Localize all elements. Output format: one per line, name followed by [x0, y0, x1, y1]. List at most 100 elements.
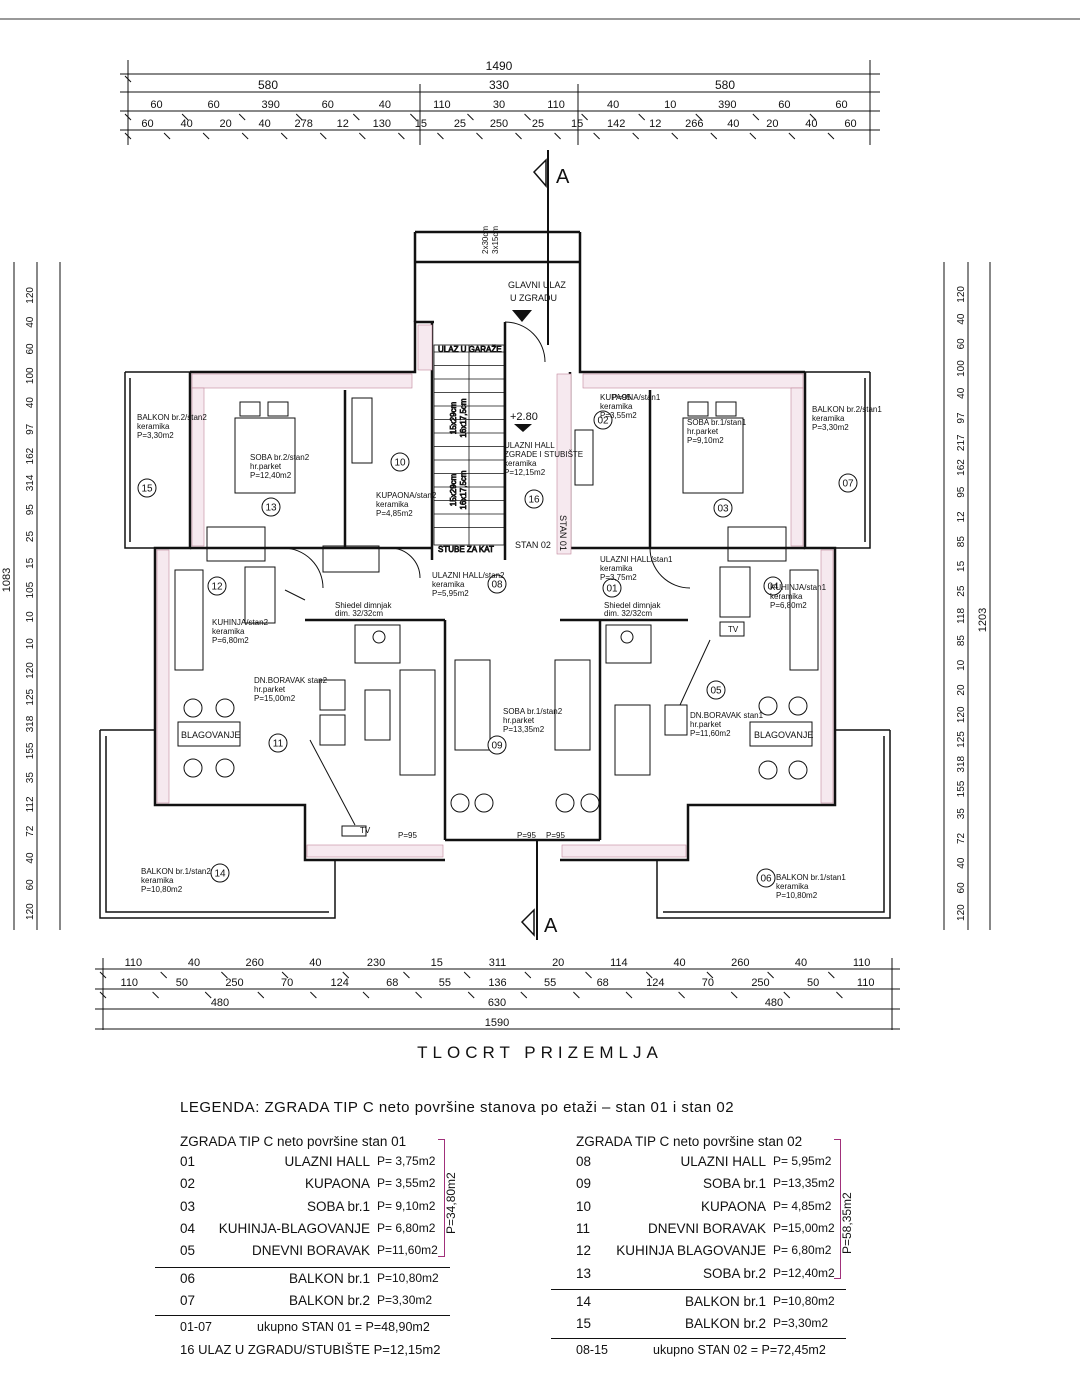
room-marker-10 [390, 452, 410, 472]
bot-dim-r2-tick-2 [204, 991, 212, 999]
room-08-line-1: keramika [432, 580, 465, 589]
right-dim-18: 125 [956, 731, 967, 748]
stan01-row-no: 04 [180, 1220, 196, 1236]
top-dim-r3-9: 10 [664, 99, 676, 111]
bot-dim-r2-tick-8 [520, 991, 528, 999]
bot-dim-r1-0: 110 [125, 957, 143, 969]
stan01-balcony-row-no: 06 [180, 1271, 196, 1286]
bot-dim-r1-tick-7 [524, 971, 532, 979]
room-10-line-1: keramika [376, 500, 409, 509]
stan02-row-no: 11 [576, 1220, 591, 1236]
bot-dim-r1-tick-3 [281, 971, 289, 979]
bot-dim-r1-tick-2 [221, 971, 228, 979]
bot-dim-r1-3: 40 [309, 957, 321, 969]
bot-dim-r2-10: 124 [646, 977, 664, 989]
room-16-line-0: ULAZNI HALL [504, 441, 555, 450]
bot-dim-r1-tick-0 [99, 971, 107, 979]
left-dim-20: 72 [25, 825, 36, 837]
bot-dim-r3-0: 480 [211, 997, 229, 1009]
stan01-row-area: P= 3,55m2 [377, 1176, 436, 1191]
bot-dim-r1-tick-4 [342, 971, 350, 979]
room-11-line-2: P=15,00m2 [254, 694, 296, 703]
stan02-divider [551, 1289, 846, 1290]
bot-dim-r1-7: 20 [552, 957, 564, 969]
p95-labels: P=95 P=95 P=95 P=95 [398, 393, 631, 840]
room-06-line-1: keramika [776, 882, 809, 891]
chimney-right-2: dim. 32/32cm [604, 609, 652, 618]
room-14-line-1: keramika [141, 876, 174, 885]
room-marker-02 [593, 410, 613, 430]
bot-dim-r1-tick-9 [645, 971, 653, 979]
section-cut-bottom: A [520, 840, 558, 940]
top-dim-r4-9: 250 [490, 118, 508, 130]
bot-dim-r2-tick-9 [573, 991, 580, 999]
room-marker-13 [261, 497, 281, 517]
room-02-line-0: KUPAONA/stan1 [600, 393, 661, 402]
top-dim-r4-tick-7 [398, 132, 405, 140]
room-marker-09 [487, 735, 507, 755]
room-14-line-2: P=10,80m2 [141, 885, 183, 894]
p95-d: P=95 [612, 393, 631, 402]
stan-01-label: STAN 01 [558, 515, 568, 551]
top-dim-r4-2: 20 [220, 118, 232, 130]
left-dim-10: 15 [25, 557, 36, 569]
bot-dim-r2-13: 50 [807, 977, 819, 989]
bot-dim-r3-1: 630 [488, 997, 506, 1009]
bot-dim-r1-12: 110 [853, 957, 871, 969]
bot-dim-r1-10: 260 [731, 957, 749, 969]
top-dim-r4-tick-6 [358, 132, 366, 140]
bot-dim-r2-2: 250 [225, 977, 243, 989]
right-dim-24: 60 [956, 882, 967, 894]
left-dim-11: 105 [25, 581, 36, 598]
stan01-row-area: P= 3,75m2 [377, 1154, 436, 1168]
top-dim-r4-tick-5 [319, 132, 327, 140]
bot-dim-r2-tick-10 [625, 991, 633, 999]
bot-dim-r1-6: 311 [489, 957, 507, 969]
stair-top-dim-1: 2x30cm [481, 226, 490, 254]
room-number-11: 11 [273, 739, 284, 750]
top-dim-r3-1: 60 [207, 99, 219, 111]
room-number-04: 04 [767, 582, 779, 593]
right-dim-7: 162 [956, 459, 967, 476]
stair-dim-3: 16x17,5cm [459, 470, 468, 509]
left-dim-7: 314 [25, 474, 36, 491]
room-10-line-2: P=4,85m2 [376, 509, 413, 518]
room-number-16: 16 [528, 495, 540, 506]
balconies [99, 371, 891, 919]
stan02-row-name: ULAZNI HALL [680, 1154, 766, 1169]
top-dim-r4-tick-1 [163, 132, 171, 140]
bot-dim-r1-tick-11 [767, 971, 774, 979]
room-marker-16 [524, 489, 544, 509]
left-dim-5: 97 [25, 423, 36, 435]
bot-dim-r1-tick-10 [706, 971, 714, 979]
blagovanje-labels: BLAGOVANJE BLAGOVANJE [181, 730, 813, 740]
left-dim-12: 10 [25, 611, 36, 623]
right-dim-11: 15 [956, 560, 967, 572]
top-dim-r4-tick-4 [280, 132, 288, 140]
top-dim-r4-tick-8 [437, 132, 444, 140]
bot-dim-r2-8: 55 [544, 977, 556, 989]
stan01-extra: 16 ULAZ U ZGRADU/STUBIŠTE P=12,15m2 [180, 1342, 441, 1357]
top-dim-r2-0: 580 [258, 78, 278, 92]
bot-dim-r1-1: 40 [188, 957, 200, 969]
tv-label-right: TV [728, 625, 739, 634]
bot-dim-r1-9: 40 [673, 957, 685, 969]
stan02-row-area: P= 5,95m2 [773, 1154, 832, 1168]
bot-dim-r2-12: 250 [751, 977, 769, 989]
top-dim-r3-tick-6 [467, 113, 474, 121]
chimney-left-1: Shiedel dimnjak [335, 601, 392, 610]
stan01-total: ukupno STAN 01 = P=48,90m2 [257, 1320, 430, 1334]
room-01-line-2: P=3,75m2 [600, 573, 637, 582]
room-marker-06 [756, 868, 776, 888]
section-label-bottom: A [544, 915, 558, 937]
bot-dim-r1-tick-5 [403, 971, 410, 979]
top-dim-r4-14: 266 [685, 118, 703, 130]
top-dim-r3-5: 110 [433, 99, 451, 111]
top-dim-r3-0: 60 [150, 99, 162, 111]
room-04-line-2: P=6,80m2 [770, 601, 807, 610]
room-number-12: 12 [211, 582, 223, 593]
section-label-top: A [556, 166, 570, 188]
room-number-06: 06 [760, 874, 772, 885]
top-dim-r4-10: 25 [532, 118, 544, 130]
